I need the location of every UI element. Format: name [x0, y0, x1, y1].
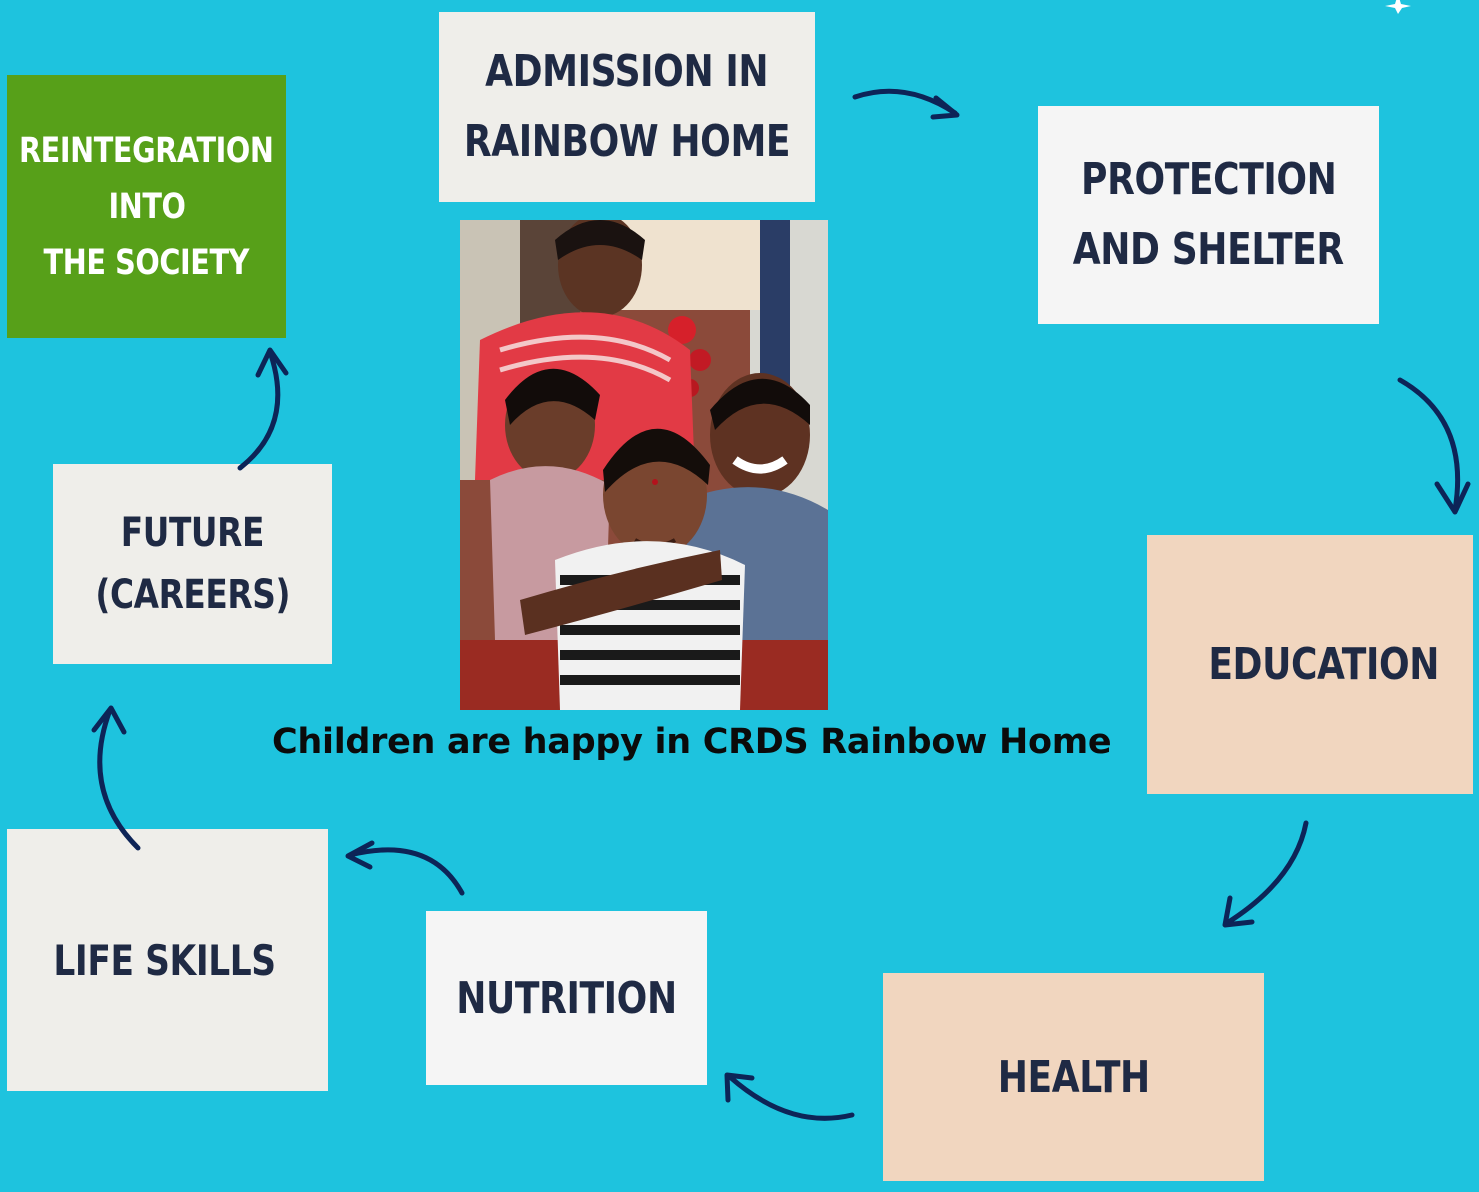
step-protection-box: PROTECTION AND SHELTER: [1038, 106, 1379, 324]
step-admission-line-2: RAINBOW HOME: [463, 116, 791, 167]
step-reintegration-line-2: INTO: [107, 186, 186, 227]
step-health-box: HEALTH: [883, 973, 1264, 1181]
step-education-box: EDUCATION: [1147, 535, 1473, 794]
arrow-protection-to-education: [1397, 377, 1471, 515]
arrow-lifeskills-to-future: [91, 705, 141, 851]
children-photo-illustration: [460, 220, 828, 710]
step-nutrition-box: NUTRITION: [426, 911, 707, 1085]
step-reintegration-line-1: REINTEGRATION: [19, 130, 274, 171]
arrow-future-to-reintegration: [237, 347, 289, 471]
arrow-nutrition-to-lifeskills: [345, 840, 465, 896]
photo-caption: Children are happy in CRDS Rainbow Home: [272, 722, 1112, 762]
step-education-label: EDUCATION: [1208, 639, 1440, 690]
step-lifeskills-box: LIFE SKILLS: [7, 829, 328, 1091]
step-admission-box: ADMISSION IN RAINBOW HOME: [439, 12, 815, 202]
step-admission-line-1: ADMISSION IN: [485, 46, 769, 97]
star-icon: [1385, 0, 1411, 14]
arrow-education-to-health: [1222, 820, 1309, 928]
step-future-box: FUTURE (CAREERS): [53, 464, 332, 664]
step-nutrition-label: NUTRITION: [456, 972, 677, 1024]
step-protection-line-1: PROTECTION: [1080, 154, 1337, 205]
arrow-health-to-nutrition: [724, 1072, 855, 1121]
step-future-line-2: (CAREERS): [95, 572, 290, 618]
arrow-admission-to-protection: [852, 88, 960, 120]
step-health-label: HEALTH: [997, 1051, 1150, 1103]
step-reintegration-line-3: THE SOCIETY: [43, 242, 250, 283]
children-photo: [460, 220, 828, 710]
step-protection-line-2: AND SHELTER: [1072, 224, 1345, 275]
step-reintegration-box: REINTEGRATION INTO THE SOCIETY: [7, 75, 286, 338]
step-future-line-1: FUTURE: [120, 510, 265, 556]
step-lifeskills-label: LIFE SKILLS: [53, 935, 276, 985]
